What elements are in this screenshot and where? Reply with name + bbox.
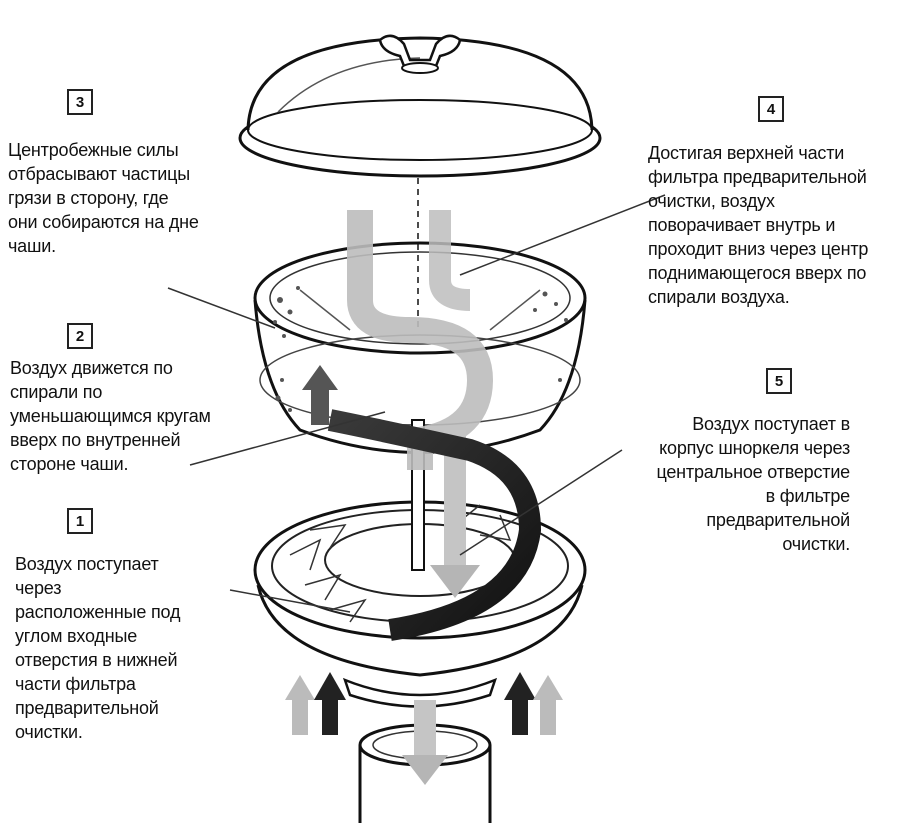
step-number-5: 5 — [766, 368, 792, 394]
leader-lines — [167, 194, 666, 613]
step-3-text: Центробежные силы отбрасывают частицы гр… — [8, 140, 199, 256]
lid — [238, 34, 602, 178]
step-5-text: Воздух поступает в корпус шноркеля через… — [656, 414, 850, 554]
dark-spiral-flow — [327, 409, 542, 641]
step-number-3: 3 — [67, 89, 93, 115]
inlet-arrows — [285, 672, 563, 735]
step-number-1: 1 — [67, 508, 93, 534]
step-number-4: 4 — [758, 96, 784, 122]
air-flow-arrow — [347, 210, 494, 470]
step-number-2: 2 — [67, 323, 93, 349]
wing-nut-icon — [378, 34, 462, 68]
step-2-text: Воздух движется по спирали по уменьшающи… — [10, 358, 211, 474]
step-4-text: Достигая верхней части фильтра предварит… — [648, 143, 869, 307]
step-1-text: Воздух поступает через расположенные под… — [15, 554, 181, 742]
